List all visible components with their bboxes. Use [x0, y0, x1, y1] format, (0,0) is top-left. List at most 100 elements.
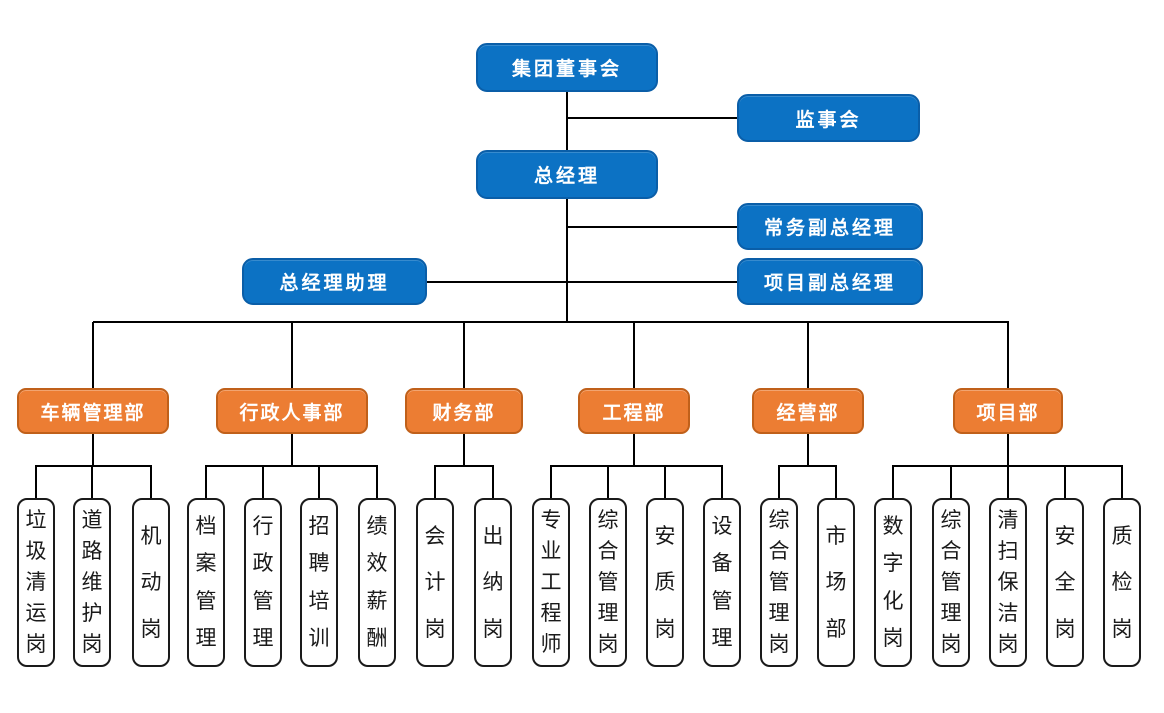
position-label-char: 综 [768, 509, 790, 532]
position-label-char: 岗 [1054, 617, 1076, 641]
position-label: 档案管理 [189, 500, 223, 665]
position-label-char: 会 [424, 524, 446, 548]
position-label: 绩效薪酬 [360, 500, 394, 665]
connector-line [950, 466, 952, 498]
node-label: 财务部 [432, 402, 496, 424]
position-label-char: 岗 [997, 633, 1019, 656]
position-box: 市场部 [817, 498, 855, 667]
position-label-char: 维 [81, 571, 103, 594]
position-label-char: 岗 [940, 633, 962, 656]
position-label-char: 管 [597, 571, 619, 594]
node-project-deputy-gm: 项目副总经理 [737, 258, 923, 305]
position-box: 垃圾清运岗 [17, 498, 55, 667]
position-label-char: 安 [654, 524, 676, 548]
connector-line [550, 465, 723, 467]
connector-line [427, 281, 737, 283]
node-engineering-dept: 工程部 [578, 388, 690, 434]
connector-line [92, 322, 94, 388]
position-label-char: 管 [711, 589, 733, 613]
position-label-char: 效 [366, 552, 388, 576]
position-label: 招聘培训 [302, 500, 336, 665]
position-label-char: 管 [940, 571, 962, 594]
connector-line [664, 466, 666, 498]
position-label-char: 行 [252, 515, 274, 539]
connector-line [92, 321, 1009, 324]
connector-line [1064, 466, 1066, 498]
position-label-char: 岗 [654, 617, 676, 641]
position-label-char: 管 [252, 589, 274, 613]
node-label: 集团董事会 [511, 59, 622, 80]
connector-line [1007, 322, 1009, 388]
position-label-char: 岗 [424, 617, 446, 641]
node-admin-hr-dept: 行政人事部 [216, 388, 368, 434]
position-label-char: 培 [308, 589, 330, 613]
connector-line [92, 434, 94, 466]
position-label-char: 专 [540, 509, 562, 532]
position-label-char: 洁 [997, 602, 1019, 625]
position-label-char: 理 [768, 602, 790, 625]
position-box: 出纳岗 [474, 498, 512, 667]
position-label-char: 业 [540, 540, 562, 563]
position-box: 机动岗 [132, 498, 170, 667]
connector-line [1007, 434, 1009, 466]
position-label-char: 计 [424, 571, 446, 594]
position-label-char: 出 [482, 524, 504, 548]
position-label-char: 综 [597, 509, 619, 532]
connector-line [434, 465, 494, 467]
position-label-char: 清 [997, 509, 1019, 532]
connector-line [205, 466, 207, 498]
connector-line [633, 322, 635, 388]
position-label-char: 备 [711, 552, 733, 576]
node-label: 行政人事部 [239, 402, 345, 424]
position-box: 数字化岗 [874, 498, 912, 667]
position-label-char: 质 [654, 571, 676, 594]
position-label-char: 合 [597, 540, 619, 563]
connector-line [807, 322, 809, 388]
node-project-dept: 项目部 [953, 388, 1063, 434]
position-label-char: 训 [308, 626, 330, 650]
position-label: 综合管理岗 [591, 500, 625, 665]
connector-line [1121, 466, 1123, 498]
connector-line [318, 466, 320, 498]
position-label-char: 酬 [366, 626, 388, 650]
connector-line [565, 199, 569, 322]
node-finance-dept: 财务部 [405, 388, 523, 434]
position-label-char: 岗 [25, 633, 47, 656]
position-box: 安质岗 [646, 498, 684, 667]
position-box: 行政管理 [244, 498, 282, 667]
position-label-char: 运 [25, 602, 47, 625]
position-label: 行政管理 [246, 500, 280, 665]
position-label: 机动岗 [134, 500, 168, 665]
position-box: 综合管理岗 [589, 498, 627, 667]
position-label-char: 检 [1111, 571, 1133, 594]
position-label: 专业工程师 [534, 500, 568, 665]
position-label-char: 部 [825, 617, 847, 641]
position-label-char: 路 [81, 540, 103, 563]
connector-line [262, 466, 264, 498]
position-label: 出纳岗 [476, 500, 510, 665]
position-label: 质检岗 [1105, 500, 1139, 665]
node-supervisory-board: 监事会 [737, 94, 920, 142]
connector-line [291, 322, 293, 388]
position-label-char: 动 [140, 571, 162, 594]
position-label-char: 扫 [997, 540, 1019, 563]
position-label-char: 管 [768, 571, 790, 594]
position-label: 安全岗 [1048, 500, 1082, 665]
position-label: 会计岗 [418, 500, 452, 665]
connector-line [291, 434, 293, 466]
position-label-char: 合 [940, 540, 962, 563]
position-label-char: 字 [882, 552, 904, 576]
connector-line [566, 92, 568, 150]
position-label-char: 圾 [25, 540, 47, 563]
node-operations-dept: 经营部 [752, 388, 864, 434]
position-label-char: 岗 [597, 633, 619, 656]
position-label-char: 岗 [882, 626, 904, 650]
position-label-char: 师 [540, 633, 562, 656]
node-label: 常务副总经理 [763, 218, 896, 239]
position-box: 安全岗 [1046, 498, 1084, 667]
connector-line [463, 322, 465, 388]
position-label: 垃圾清运岗 [19, 500, 53, 665]
node-vehicle-management-dept: 车辆管理部 [17, 388, 169, 434]
node-general-manager: 总经理 [476, 150, 658, 199]
